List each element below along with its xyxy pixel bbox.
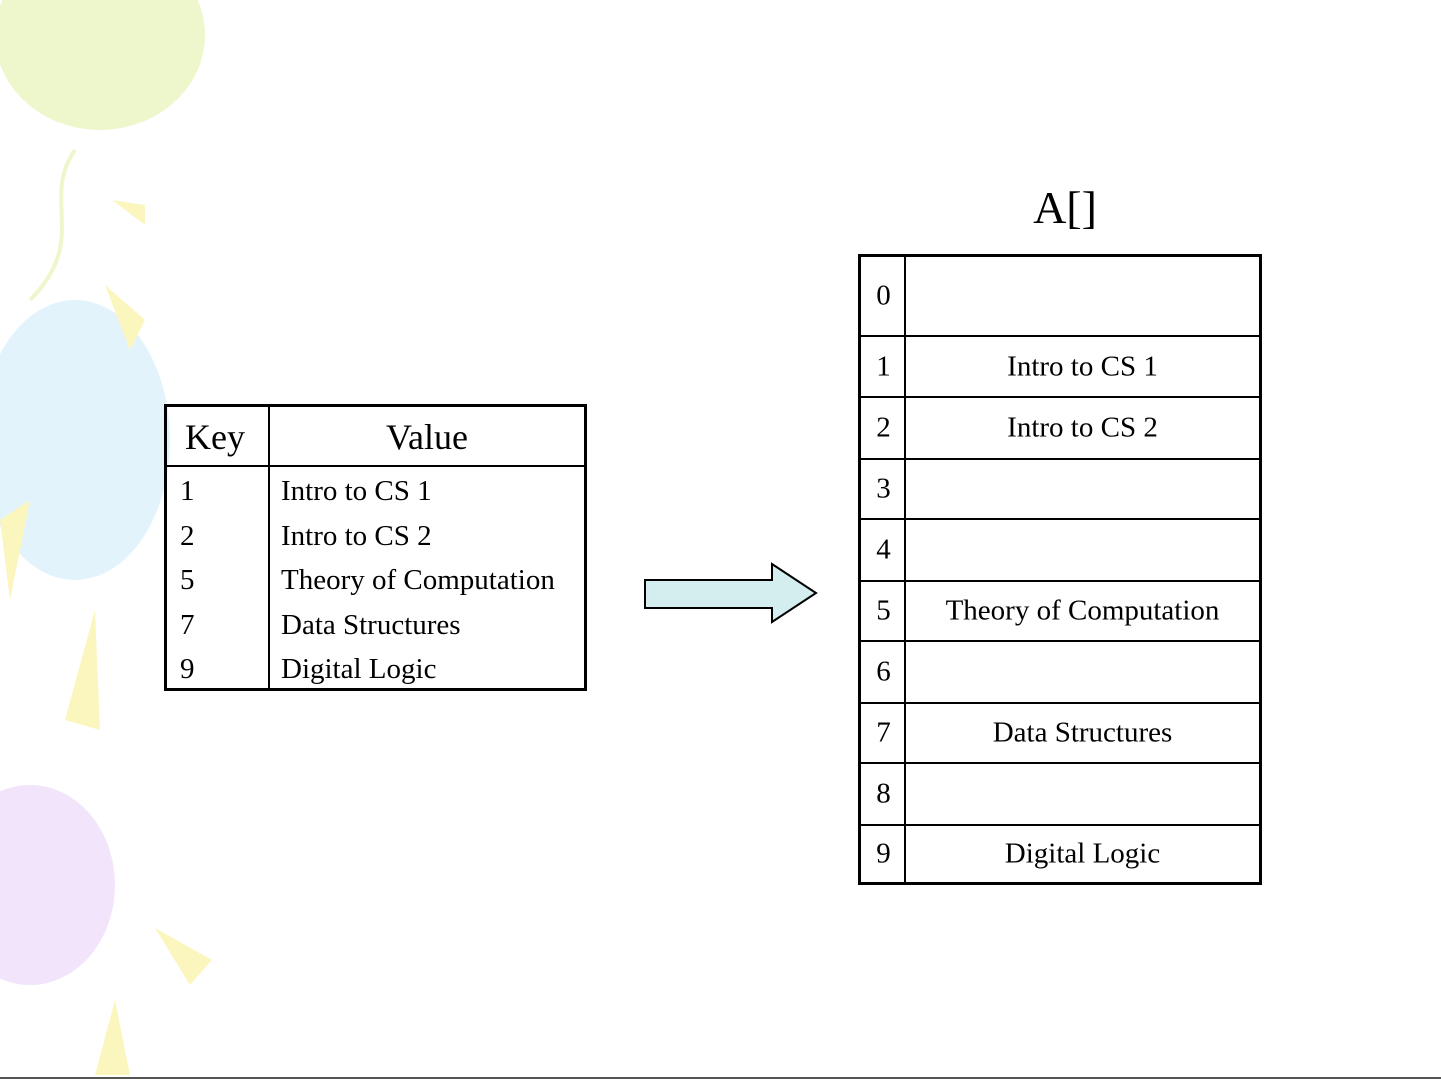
cell-index: 6 (861, 656, 906, 689)
table-row: 2 Intro to CS 2 (167, 514, 584, 559)
table-row: 5 Theory of Computation (167, 558, 584, 603)
cell-index: 3 (861, 473, 906, 506)
green-balloon (0, 0, 205, 130)
confetti-1 (112, 200, 145, 225)
cell-index: 4 (861, 534, 906, 567)
row-key: 1 (180, 469, 195, 513)
row-key: 2 (180, 514, 195, 558)
arrow-shape (645, 564, 816, 622)
array-cell: 9 Digital Logic (861, 826, 1259, 882)
cell-index: 9 (861, 838, 906, 871)
cell-index: 1 (861, 350, 906, 383)
key-header: Key (185, 415, 245, 459)
array-cell: 2 Intro to CS 2 (861, 398, 1259, 460)
cell-value: Intro to CS 2 (906, 412, 1259, 445)
value-header: Value (270, 415, 584, 459)
green-balloon-string (30, 150, 75, 300)
array-cell: 3 (861, 460, 1259, 520)
row-value: Intro to CS 2 (281, 514, 432, 558)
row-value: Theory of Computation (281, 558, 555, 602)
row-key: 9 (180, 647, 195, 691)
cell-value: Digital Logic (906, 838, 1259, 871)
slide-bottom-border (0, 1077, 1441, 1079)
purple-balloon (0, 785, 115, 985)
cell-value: Intro to CS 1 (906, 350, 1259, 383)
row-value: Data Structures (281, 603, 461, 647)
row-key: 5 (180, 558, 195, 602)
array-cell: 7 Data Structures (861, 704, 1259, 764)
array-cell: 8 (861, 764, 1259, 826)
right-arrow-icon (640, 560, 825, 630)
array-cell: 1 Intro to CS 1 (861, 337, 1259, 398)
blue-balloon (0, 300, 170, 580)
confetti-3 (65, 610, 100, 730)
key-value-table: Key Value 1 Intro to CS 1 2 Intro to CS … (164, 404, 587, 691)
array-table: 0 1 Intro to CS 1 2 Intro to CS 2 3 4 5 … (858, 254, 1262, 885)
confetti-5 (95, 1000, 130, 1075)
row-value: Digital Logic (281, 647, 436, 691)
array-title: A[] (1000, 180, 1130, 236)
table-row: 9 Digital Logic (167, 647, 584, 692)
array-cell: 4 (861, 520, 1259, 582)
table-row: 1 Intro to CS 1 (167, 469, 584, 514)
array-cell: 6 (861, 642, 1259, 704)
cell-index: 5 (861, 595, 906, 628)
cell-index: 0 (861, 280, 906, 313)
row-key: 7 (180, 603, 195, 647)
row-value: Intro to CS 1 (281, 469, 432, 513)
confetti-4 (155, 928, 212, 985)
cell-value: Theory of Computation (906, 595, 1259, 628)
cell-index: 7 (861, 717, 906, 750)
cell-index: 8 (861, 778, 906, 811)
array-cell: 0 (861, 257, 1259, 337)
array-cell: 5 Theory of Computation (861, 582, 1259, 642)
cell-value: Data Structures (906, 717, 1259, 750)
table-row: 7 Data Structures (167, 603, 584, 648)
cell-index: 2 (861, 412, 906, 445)
header-rule (167, 465, 584, 467)
